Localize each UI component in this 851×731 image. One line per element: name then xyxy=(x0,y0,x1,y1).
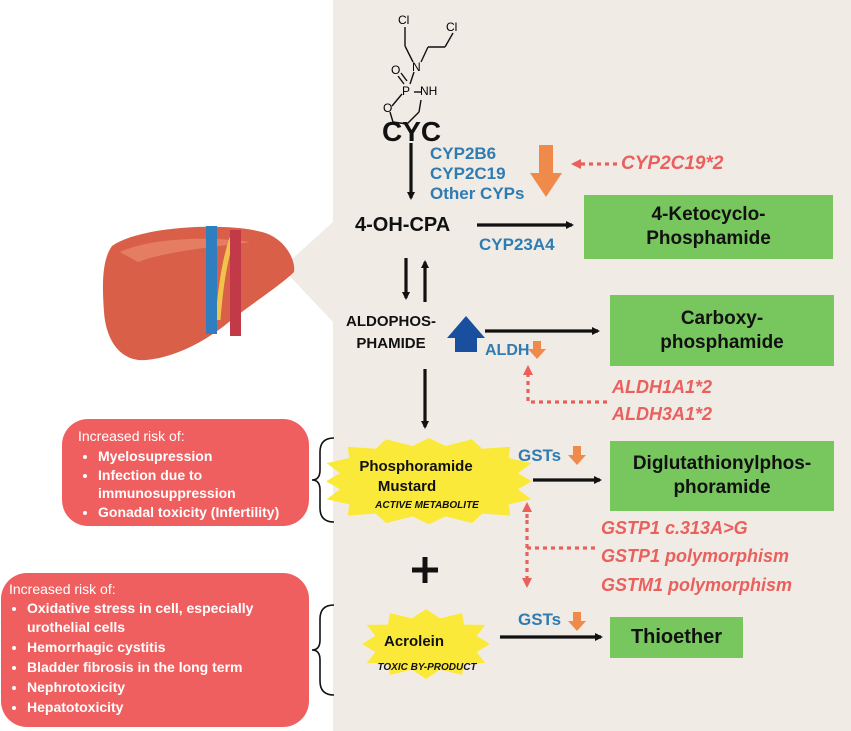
zoom-cone xyxy=(282,222,333,322)
variant-aldh1a1-2: ALDH1A1*2 xyxy=(612,377,713,397)
atom-nh: NH xyxy=(420,84,438,98)
variant-aldh3a1-2: ALDH3A1*2 xyxy=(612,404,713,424)
other-cyps-label: Other CYPs xyxy=(430,184,525,203)
risk-list: Oxidative stress in cell, especially uro… xyxy=(9,599,299,717)
carboxy-line-1: Carboxy- xyxy=(680,307,764,329)
atom-n: N xyxy=(412,60,421,74)
risk-item: Infection due to immunosuppression xyxy=(98,466,299,502)
down-regulation-arrows xyxy=(528,145,586,631)
acrolein-burst xyxy=(362,609,490,679)
product-thioether: Thioether xyxy=(610,617,743,658)
atom-o-ring: O xyxy=(383,101,393,115)
keto-line-1: 4-Ketocyclo- xyxy=(651,204,766,225)
variant-gstm1-polymorphism: GSTM1 polymorphism xyxy=(601,575,793,595)
oh-cpa-label: 4-OH-CPA xyxy=(355,214,451,236)
gsts-label-acrolein: GSTs xyxy=(518,610,562,629)
product-carboxyphosphamide: Carboxy-phosphamide xyxy=(610,295,834,366)
risk-item: Hepatotoxicity xyxy=(27,697,299,717)
toxic-byproduct-tag: TOXIC BY-PRODUCT xyxy=(377,662,477,673)
carboxy-line-2: phosphamide xyxy=(660,331,784,353)
mustard-burst xyxy=(326,438,532,525)
aldophosphamide-line-2: PHAMIDE xyxy=(356,335,426,352)
gsts-label-mustard: GSTs xyxy=(518,446,562,465)
risk-list: Myelosupression Infection due to immunos… xyxy=(78,446,299,522)
phosphoramide-mustard-label: Phosphoramide Mustard xyxy=(352,457,480,497)
variant-gstp1-polymorphism: GSTP1 polymorphism xyxy=(601,546,790,566)
atom-cl-1: Cl xyxy=(398,13,410,27)
brace-acrolein xyxy=(311,604,335,696)
acrolein-label: Acrolein xyxy=(384,633,445,650)
cyp-enzyme-list: CYP2B6 CYP2C19 Other CYPs xyxy=(430,144,524,204)
variant-gstp1-snp: GSTP1 c.313A>G xyxy=(601,518,748,538)
plus-icon xyxy=(412,557,438,583)
cyp23a4-label: CYP23A4 xyxy=(479,235,555,254)
pathway-arrows xyxy=(402,143,603,641)
variant-cyp2c19-2: CYP2C19*2 xyxy=(621,153,724,174)
risk-box-mustard: Increased risk of: Myelosupression Infec… xyxy=(62,419,309,526)
risk-box-acrolein: Increased risk of: Oxidative stress in c… xyxy=(1,573,309,727)
aldh-label: ALDH xyxy=(485,342,530,359)
risk-item: Oxidative stress in cell, especially uro… xyxy=(27,599,299,637)
variant-dotted-arrows xyxy=(522,159,617,588)
liver-icon xyxy=(102,226,295,361)
risk-heading: Increased risk of: xyxy=(9,581,116,597)
cyp2c19-label: CYP2C19 xyxy=(430,164,506,183)
cyc-label: CYC xyxy=(382,116,442,147)
cyclophosphamide-structure xyxy=(389,27,454,125)
risk-item: Gonadal toxicity (Infertility) xyxy=(98,502,299,522)
keto-line-2: Phosphamide xyxy=(646,228,771,249)
mustard-line-2: Mustard xyxy=(377,478,437,495)
risk-heading: Increased risk of: xyxy=(78,428,185,444)
product-diglutathionylphosphoramide: Diglutathionylphos-phoramide xyxy=(610,441,834,511)
diglut-line-1: Diglutathionylphos- xyxy=(632,453,812,474)
cyp2b6-label: CYP2B6 xyxy=(430,144,497,163)
product-ketocyclophosphamide: 4-Ketocyclo- Phosphamide xyxy=(584,195,833,259)
atom-p: P xyxy=(402,84,411,98)
diglut-line-2: phoramide xyxy=(673,477,771,498)
risk-item: Myelosupression xyxy=(98,446,299,466)
atom-o-double: O xyxy=(391,63,401,77)
aldophosphamide-label: ALDOPHOS- PHAMIDE xyxy=(336,311,446,355)
risk-item: Bladder fibrosis in the long term xyxy=(27,657,299,677)
mustard-line-1: Phosphoramide xyxy=(359,458,473,475)
risk-item: Hemorrhagic cystitis xyxy=(27,637,299,657)
aldophosphamide-line-1: ALDOPHOS- xyxy=(346,313,436,330)
active-metabolite-tag: ACTIVE METABOLITE xyxy=(375,500,479,511)
atom-cl-2: Cl xyxy=(446,20,458,34)
risk-item: Nephrotoxicity xyxy=(27,677,299,697)
brace-mustard xyxy=(311,437,335,523)
